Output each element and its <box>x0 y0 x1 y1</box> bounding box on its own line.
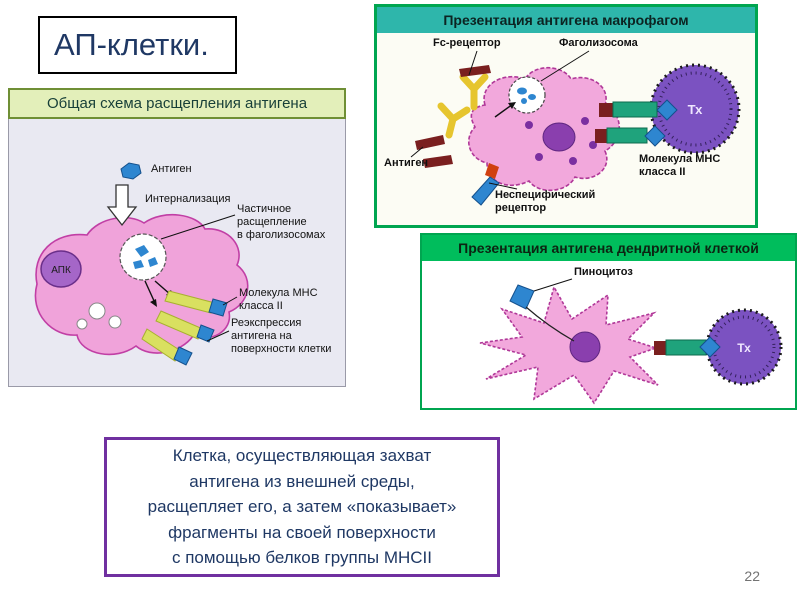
panel-dendritic-header: Презентация антигена дендритной клеткой <box>422 235 795 261</box>
fc-receptor-label: Fc-рецептор <box>433 37 501 49</box>
phagolysosome-label: Фаголизосома <box>559 37 638 49</box>
dendritic-diagram: Тх Пиноцитоз <box>422 261 795 408</box>
th-cell-label: Тх <box>688 102 703 117</box>
macrophage-nucleus <box>542 122 576 152</box>
antigen-fragment-icon <box>644 125 666 147</box>
mhc-label: Молекула МНС класса II <box>639 153 721 178</box>
leader-line <box>160 214 236 240</box>
antigen-fragment-icon <box>517 87 527 95</box>
arrowhead-icon <box>150 299 157 307</box>
leader-line <box>533 278 573 292</box>
mhc2-molecule-icon <box>141 328 182 362</box>
leader-line <box>222 296 238 306</box>
nonspecific-receptor-label: Неспецифический рецептор <box>495 189 596 214</box>
vesicle-icon <box>88 302 106 320</box>
granule-icon <box>581 117 589 125</box>
phagolysosome-icon <box>508 76 546 114</box>
mhc2-molecule-icon <box>155 310 204 340</box>
apc-cell-shape <box>34 214 249 356</box>
pinocytosis-track <box>525 306 575 342</box>
mhc2-molecule-icon <box>612 101 658 118</box>
antigen-fragment-icon <box>196 324 215 343</box>
panel-macrophage: Презентация антигена макрофагом Тх <box>374 4 758 228</box>
antigen-icon <box>509 284 535 310</box>
panel-antigen-cleavage-header: Общая схема расщепления антигена <box>8 88 346 119</box>
antigen-cleavage-diagram: АПК <box>8 119 346 387</box>
mhc-label: Молекула МНС класса II <box>239 287 318 312</box>
antigen-bar-icon <box>415 135 445 150</box>
antigen-label: Антиген <box>151 163 192 175</box>
granule-icon <box>535 153 543 161</box>
th-cell-ring <box>657 71 733 147</box>
slide-title: АП-клетки. <box>54 27 209 62</box>
granule-icon <box>569 157 577 165</box>
leader-line <box>410 146 424 158</box>
nonspecific-receptor-base-icon <box>485 163 499 179</box>
antigen-icon <box>120 162 142 180</box>
fc-receptor-icon <box>437 102 471 139</box>
fc-receptor-icon <box>459 73 489 111</box>
macrophage-art: Тх <box>410 50 741 206</box>
arrowhead-icon <box>508 102 516 109</box>
macrophage-cell-shape <box>467 66 620 192</box>
antigen-fragment-icon <box>135 245 149 257</box>
th-cell <box>705 308 783 386</box>
cleavage-label: Частичное расщепление в фаголизосомах <box>237 203 326 241</box>
summary-text: Клетка, осуществляющая захват антигена и… <box>147 446 457 568</box>
pinocytosis-label: Пиноцитоз <box>574 266 633 278</box>
antigen-fragment-icon <box>148 257 158 267</box>
th-cell-ring <box>712 315 776 379</box>
slide-title-box: АП-клетки. <box>38 16 237 74</box>
antigen-bar-icon <box>459 65 491 77</box>
antigen-label: Антиген <box>384 157 429 169</box>
antigen-fragment-icon <box>528 94 536 100</box>
panel-dendritic: Презентация антигена дендритной клеткой … <box>420 233 797 410</box>
antigen-fragment-icon <box>521 98 527 104</box>
leader-line <box>206 330 230 342</box>
leader-line <box>468 50 478 76</box>
vesicle-icon <box>76 318 88 330</box>
mhc-anchor-icon <box>654 341 666 355</box>
mhc-anchor-icon <box>595 129 607 143</box>
summary-box: Клетка, осуществляющая захват антигена и… <box>104 437 500 577</box>
antigen-bar-icon <box>423 155 453 168</box>
vesicle-icon <box>108 315 122 329</box>
leader-line <box>488 182 518 190</box>
internalization-arrow-icon <box>106 184 138 227</box>
dendritic-art: Тх <box>479 278 783 405</box>
internalization-label: Интернализация <box>145 193 231 205</box>
antigen-fragment-icon <box>133 260 144 269</box>
antigen-fragment-icon <box>699 336 721 358</box>
panel-macrophage-header: Презентация антигена макрофагом <box>377 7 755 33</box>
antigen-fragment-icon <box>173 346 193 366</box>
arrow-icon <box>494 103 514 118</box>
th-cell-label: Тх <box>737 341 751 355</box>
arrow-icon <box>144 280 156 304</box>
reexpression-label: Реэкспрессия антигена на поверхности кле… <box>231 317 332 355</box>
leader-line <box>540 50 590 82</box>
mhc-anchor-icon <box>599 103 613 117</box>
dendritic-nucleus <box>569 331 601 363</box>
granule-icon <box>525 121 533 129</box>
macrophage-diagram: Тх <box>377 33 755 224</box>
mhc2-molecule-icon <box>606 127 648 144</box>
antigen-cleavage-art: АПК <box>34 162 249 366</box>
phagolysosome-icon <box>119 233 167 281</box>
apc-nucleus-label: АПК <box>51 265 71 276</box>
panel-antigen-cleavage: Общая схема расщепления антигена АПК <box>8 88 346 387</box>
apc-nucleus <box>40 250 82 288</box>
dendritic-cell-shape <box>479 284 659 405</box>
page-number: 22 <box>744 568 760 584</box>
antigen-fragment-icon <box>656 99 678 121</box>
antigen-fragment-icon <box>208 298 228 317</box>
